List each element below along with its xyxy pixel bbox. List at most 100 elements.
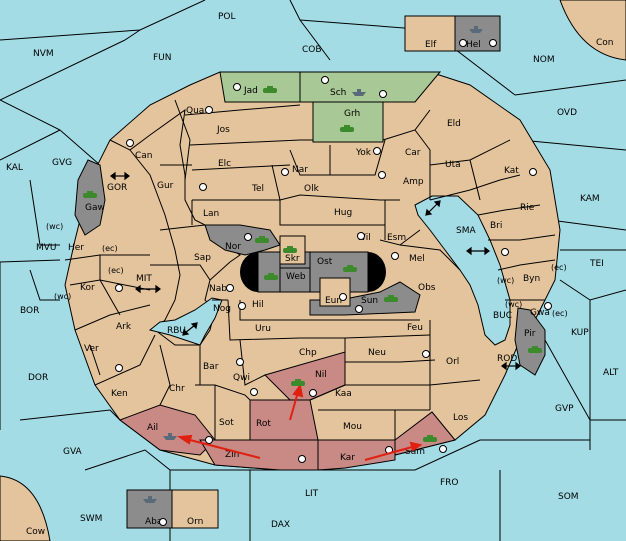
label-sch: Sch	[330, 88, 346, 98]
label-can: Can	[135, 151, 153, 161]
army-icon	[343, 265, 357, 272]
label-rie: Rie	[520, 203, 535, 213]
coast-labels: (wc) (ec) (ec) (wc) (wc) (ec) (wc) (ec)	[46, 222, 568, 318]
province-sun[interactable]	[309, 281, 421, 316]
label-lit: LIT	[305, 489, 319, 499]
label-sap: Sap	[194, 253, 211, 263]
label-qua: Qua	[186, 106, 204, 116]
label-eld: Eld	[447, 119, 461, 129]
sma-channel	[414, 195, 511, 346]
label-gaw-wc: (wc)	[46, 222, 63, 231]
label-lan: Lan	[203, 209, 219, 219]
label-yok: Yok	[355, 148, 372, 158]
label-gwa-ec: (ec)	[552, 309, 568, 318]
label-sun: Sun	[361, 296, 378, 306]
label-rod: ROD	[497, 354, 517, 364]
label-gur: Gur	[157, 181, 174, 191]
label-her-ec: (ec)	[102, 244, 118, 253]
label-kar: Kar	[340, 453, 355, 463]
army-icon	[283, 246, 297, 253]
label-ail: Ail	[147, 423, 158, 433]
fleet-icon	[143, 496, 157, 503]
label-tei: TEI	[589, 259, 604, 269]
label-alt: ALT	[603, 368, 619, 378]
label-ark: Ark	[116, 322, 132, 332]
label-pol: POL	[218, 12, 236, 22]
label-uru: Uru	[255, 324, 271, 334]
label-hug: Hug	[334, 208, 352, 218]
label-gvg: GVG	[52, 158, 72, 168]
label-mel: Mel	[409, 254, 425, 264]
label-pir: Pir	[524, 329, 536, 339]
label-feu: Feu	[407, 323, 423, 333]
label-kor-ec: (ec)	[108, 266, 124, 275]
label-hel: Hel	[466, 40, 481, 50]
fleet-icon	[469, 26, 483, 33]
label-mvu: MVU	[36, 243, 57, 253]
label-bor: BOR	[20, 306, 39, 316]
label-los: Los	[453, 413, 468, 423]
label-dax: DAX	[271, 520, 290, 530]
province-zin[interactable]	[199, 439, 319, 471]
label-nog: Nog	[213, 304, 231, 314]
label-nom: NOM	[533, 55, 555, 65]
army-icon	[291, 379, 305, 386]
label-cob: COB	[302, 45, 322, 55]
label-nar: Nar	[292, 165, 308, 175]
province-eun[interactable]	[319, 277, 351, 307]
label-tel: Tel	[251, 184, 264, 194]
label-rot: Rot	[256, 419, 271, 429]
sea-labels: POL NVM FUN COB NOM Con OVD KAL GVG KAM …	[6, 12, 619, 537]
label-byn-wc: (wc)	[497, 276, 514, 285]
label-ken: Ken	[111, 389, 128, 399]
label-sma: SMA	[456, 226, 476, 236]
label-nvm: NVM	[33, 49, 54, 59]
label-car: Car	[405, 148, 421, 158]
label-zin: Zin	[225, 450, 239, 460]
label-gwa-wc: (wc)	[505, 300, 522, 309]
units	[83, 26, 542, 503]
label-kam: KAM	[580, 194, 600, 204]
province-borders	[64, 99, 556, 440]
label-nor: Nor	[225, 242, 241, 252]
label-dor: DOR	[28, 373, 48, 383]
province-nor[interactable]	[204, 224, 281, 256]
province-kar[interactable]	[317, 439, 396, 471]
label-ovd: OVD	[557, 108, 577, 118]
label-eun: Eun	[325, 296, 342, 306]
fleet-icon	[352, 89, 366, 96]
label-byn-ec: (ec)	[551, 263, 567, 272]
label-kat: Kat	[504, 166, 519, 176]
label-fro: FRO	[440, 478, 459, 488]
province-orn[interactable]	[171, 489, 219, 529]
label-jos: Jos	[216, 125, 230, 135]
province-elf[interactable]	[404, 15, 456, 52]
province-jad[interactable]	[219, 71, 301, 103]
label-gor: GOR	[107, 183, 127, 193]
label-grh: Grh	[344, 109, 360, 119]
label-amp: Amp	[403, 177, 424, 187]
label-nab: Nab	[209, 284, 227, 294]
province-sch[interactable]	[299, 71, 442, 103]
supply-centers	[115, 39, 552, 526]
army-icon	[528, 346, 542, 353]
label-kup: KUP	[571, 328, 589, 338]
label-con: Con	[596, 38, 614, 48]
province-grh[interactable]	[312, 101, 384, 143]
label-buc: BUC	[493, 311, 512, 321]
army-icon	[264, 273, 278, 280]
label-skr: Skr	[285, 254, 300, 264]
label-som: SOM	[558, 492, 579, 502]
label-gva: GVA	[63, 447, 83, 457]
army-icon	[384, 295, 398, 302]
province-pir[interactable]	[514, 307, 546, 376]
label-obs: Obs	[418, 283, 436, 293]
province-sam[interactable]	[394, 411, 456, 456]
label-hil: Hil	[252, 300, 264, 310]
label-kaa: Kaa	[335, 389, 352, 399]
label-her: Her	[68, 243, 84, 253]
label-ost: Ost	[317, 257, 333, 267]
label-sot: Sot	[219, 418, 234, 428]
order-arrows	[177, 383, 423, 461]
label-kor: Kor	[80, 283, 95, 293]
